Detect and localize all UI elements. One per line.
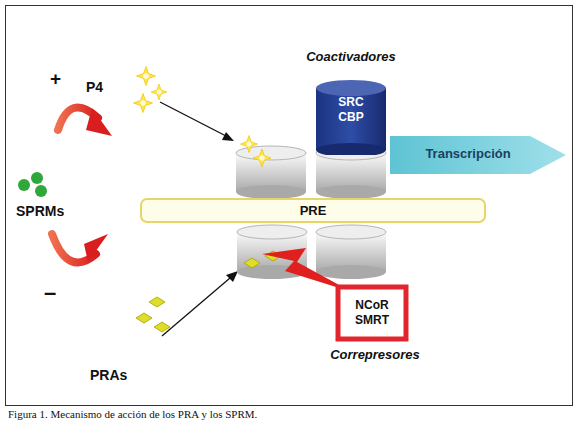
ligand-label: P4 <box>86 79 103 95</box>
p4-star <box>137 67 156 86</box>
arrow-head <box>222 132 234 141</box>
node-label: SRC CBP <box>331 95 371 125</box>
binding-arrow <box>160 102 226 136</box>
sign-label: – <box>44 280 56 306</box>
sprm-dot <box>31 172 43 184</box>
pra-diamond <box>244 258 260 268</box>
binding-arrow <box>162 278 230 336</box>
receptor-cylinder <box>236 146 306 199</box>
sprm-dot <box>35 185 47 197</box>
node-heading: Correpresores <box>318 347 432 362</box>
arrow-head <box>84 234 108 262</box>
figure-caption: Figura 1. Mecanismo de acción de los PRA… <box>8 408 568 420</box>
node-label: NCoR SMRT <box>350 298 394 328</box>
node-label: Transcripción <box>396 146 540 161</box>
p4-star <box>151 84 167 100</box>
coactivator-node: CoactivadoresSRC CBP <box>300 45 402 155</box>
pra-diamond <box>149 297 165 307</box>
sprm-dot <box>18 179 30 191</box>
arrow-head <box>226 271 238 282</box>
ligand-label: SPRMs <box>16 203 64 219</box>
pra-diamond <box>136 313 152 323</box>
receptor-cylinder <box>316 225 386 279</box>
corepressor-node: NCoR SMRTCorrepresores <box>318 282 428 364</box>
transcription-node: Transcripción <box>390 133 568 177</box>
arrow-head <box>86 108 112 136</box>
p4-star <box>253 149 271 167</box>
ligand-label: PRAs <box>90 367 127 383</box>
p4-star <box>241 136 258 153</box>
sign-label: + <box>50 68 61 90</box>
node-label: PRE <box>142 203 484 218</box>
pre-band: PRE <box>140 198 486 223</box>
p4-star <box>134 94 153 113</box>
node-heading: Coactivadores <box>294 49 408 64</box>
figure-frame <box>6 6 573 406</box>
